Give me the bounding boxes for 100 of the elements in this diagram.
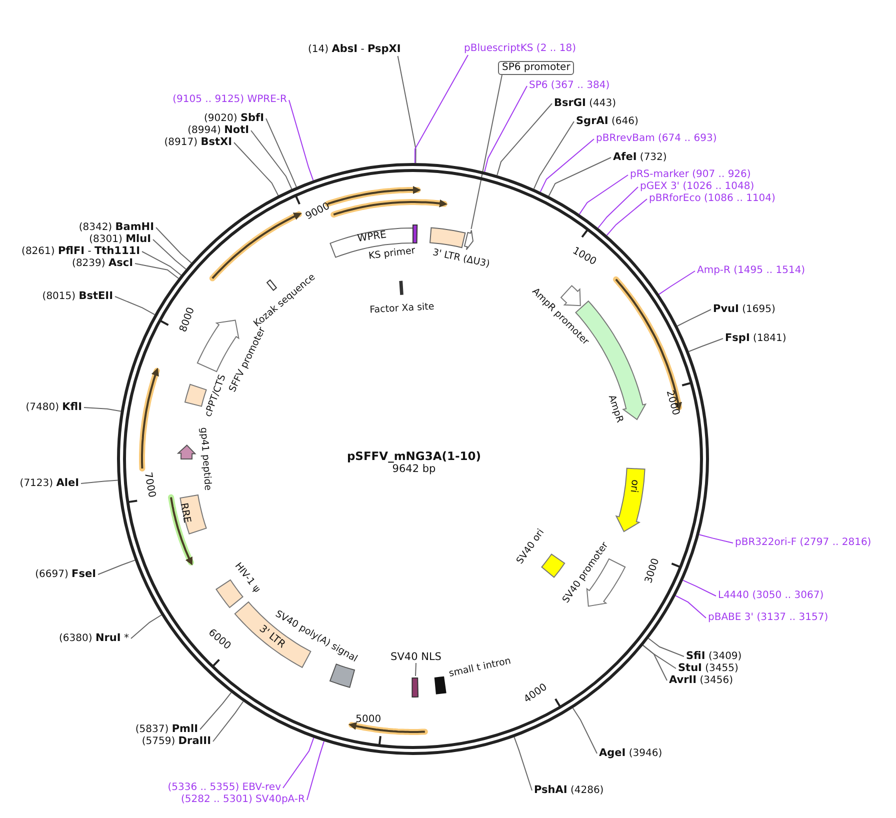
leader-line: [688, 338, 724, 352]
leader-line: [282, 737, 314, 788]
primer-label: pBABE 3' (3137 .. 3157): [708, 612, 828, 624]
feature-label: 3' LTR: [257, 624, 287, 650]
restriction-site-label: SgrAI (646): [576, 115, 638, 128]
leader-line: [648, 638, 684, 657]
leader-line: [548, 157, 612, 196]
primer-label: (9105 .. 9125) WPRE-R: [172, 94, 287, 106]
restriction-site-label: AvrII (3456): [669, 674, 734, 687]
restriction-site-label: (8994) NotI: [188, 124, 249, 137]
leader-line: [156, 227, 192, 264]
primer-label: (5282 .. 5301) SV40pA-R: [180, 794, 305, 806]
feature-label: Factor Xa site: [369, 301, 435, 317]
restriction-site-label: PshAI (4286): [534, 784, 604, 797]
feature-box: [540, 553, 566, 579]
tick-label: 1000: [570, 245, 598, 268]
leader-line: [676, 309, 712, 326]
leader-line: [658, 270, 696, 295]
primer-label: pBRrevBam (674 .. 693): [596, 133, 717, 145]
feature-label: SP6 promoter: [498, 61, 574, 75]
primer-label: pGEX 3' (1026 .. 1048): [640, 181, 754, 193]
restriction-site-label: (7480) KflI: [26, 401, 82, 414]
leader-line: [606, 198, 648, 236]
leader-line: [414, 54, 468, 164]
restriction-site-label: (8301) MluI: [89, 233, 151, 246]
restriction-site-label: (8261) PflFI - Tth111I: [22, 245, 140, 258]
leader-line: [698, 534, 734, 544]
restriction-site-label: (6380) NruI*: [59, 632, 129, 645]
tick-label: 3000: [644, 557, 663, 585]
restriction-site-label: (8342) BamHI: [78, 221, 154, 234]
restriction-site-label: (8015) BstEII: [42, 290, 113, 303]
restriction-site-label: (8239) AscI: [72, 257, 133, 270]
feature-box: [183, 383, 208, 408]
leader-line: [266, 118, 297, 188]
leader-line: [572, 708, 598, 754]
primer-label: (5336 .. 5355) EBV-rev: [168, 782, 281, 794]
restriction-site-label: SfiI (3409): [686, 650, 742, 663]
restriction-site-label: (6697) FseI: [35, 568, 96, 581]
primer-label: pRS-marker (907 .. 926): [630, 169, 751, 181]
feature-label: ori: [628, 478, 640, 494]
leader-line: [484, 86, 528, 172]
leader-line: [306, 740, 324, 800]
leader-line: [514, 736, 532, 791]
primer-label: SP6 (367 .. 384): [529, 80, 610, 92]
restriction-site-label: (7123) AleI: [20, 477, 79, 490]
primer-label: pBRforEco (1086 .. 1104): [649, 193, 776, 205]
tick-label: 2000: [662, 388, 681, 416]
leader-line: [142, 251, 182, 276]
feature-segment: [559, 284, 582, 307]
feature-mark: [398, 280, 404, 296]
leader-line: [98, 560, 136, 575]
leader-line: [675, 595, 706, 618]
leader-line: [578, 174, 628, 215]
feature-label: AmpR: [604, 394, 626, 424]
restriction-site-label: (9020) SbfI: [204, 112, 264, 125]
feature-segment: [615, 467, 646, 533]
restriction-site-label: (5759) DraIII: [142, 735, 211, 748]
feature-box: [179, 493, 208, 535]
restriction-site-label: StuI (3455): [678, 662, 738, 675]
feature-label: 3' LTR (ΔU3): [431, 247, 491, 271]
leader-line: [114, 296, 156, 316]
feature-label: RRE: [178, 502, 192, 524]
leader-line: [84, 407, 122, 412]
feature-mark: [433, 675, 447, 695]
restriction-site-label: FspI (1841): [725, 332, 786, 345]
plasmid-name: pSFFV_mNG3A(1-10): [346, 450, 482, 462]
feature-mark: [411, 676, 419, 698]
feature-label: gp41 peptide: [196, 427, 214, 491]
leader-line: [470, 74, 502, 230]
feature-label: SV40 NLS: [390, 651, 442, 663]
primer-label: pBR322ori-F (2797 .. 2816): [735, 537, 872, 549]
leader-line: [288, 100, 314, 181]
leader-line: [80, 480, 118, 484]
leader-line: [130, 614, 162, 639]
feature-segment: [177, 444, 197, 460]
restriction-site-label: (5837) PmlI: [135, 723, 198, 736]
feature-box: [329, 227, 414, 259]
restriction-site-label: AfeI (732): [613, 151, 667, 164]
leader-line: [200, 692, 232, 730]
tick-label: 9000: [304, 200, 332, 223]
feature-label: small t intron: [448, 656, 512, 680]
tick-label: 8000: [178, 306, 198, 334]
leader-line: [598, 186, 638, 228]
leader-line: [250, 130, 292, 190]
restriction-site-label: PvuI (1695): [713, 303, 776, 316]
leader-line: [134, 263, 179, 279]
primer-label: Amp-R (1495 .. 1514): [697, 265, 806, 277]
feature-box: [329, 663, 356, 689]
leader-line: [212, 701, 244, 742]
restriction-site-label: BsrGI (443): [554, 97, 616, 110]
feature-label: WPRE: [356, 230, 388, 244]
leader-line: [234, 142, 279, 196]
feature-mark: [266, 279, 278, 292]
leader-line: [540, 138, 594, 192]
plasmid-size: 9642 bp: [392, 463, 436, 475]
tick-label: 7000: [141, 471, 158, 498]
feature-label: KS primer: [368, 245, 416, 263]
restriction-site-label: (8917) BstXI: [164, 136, 232, 149]
leader-line: [152, 239, 186, 270]
leader-line: [415, 662, 416, 676]
